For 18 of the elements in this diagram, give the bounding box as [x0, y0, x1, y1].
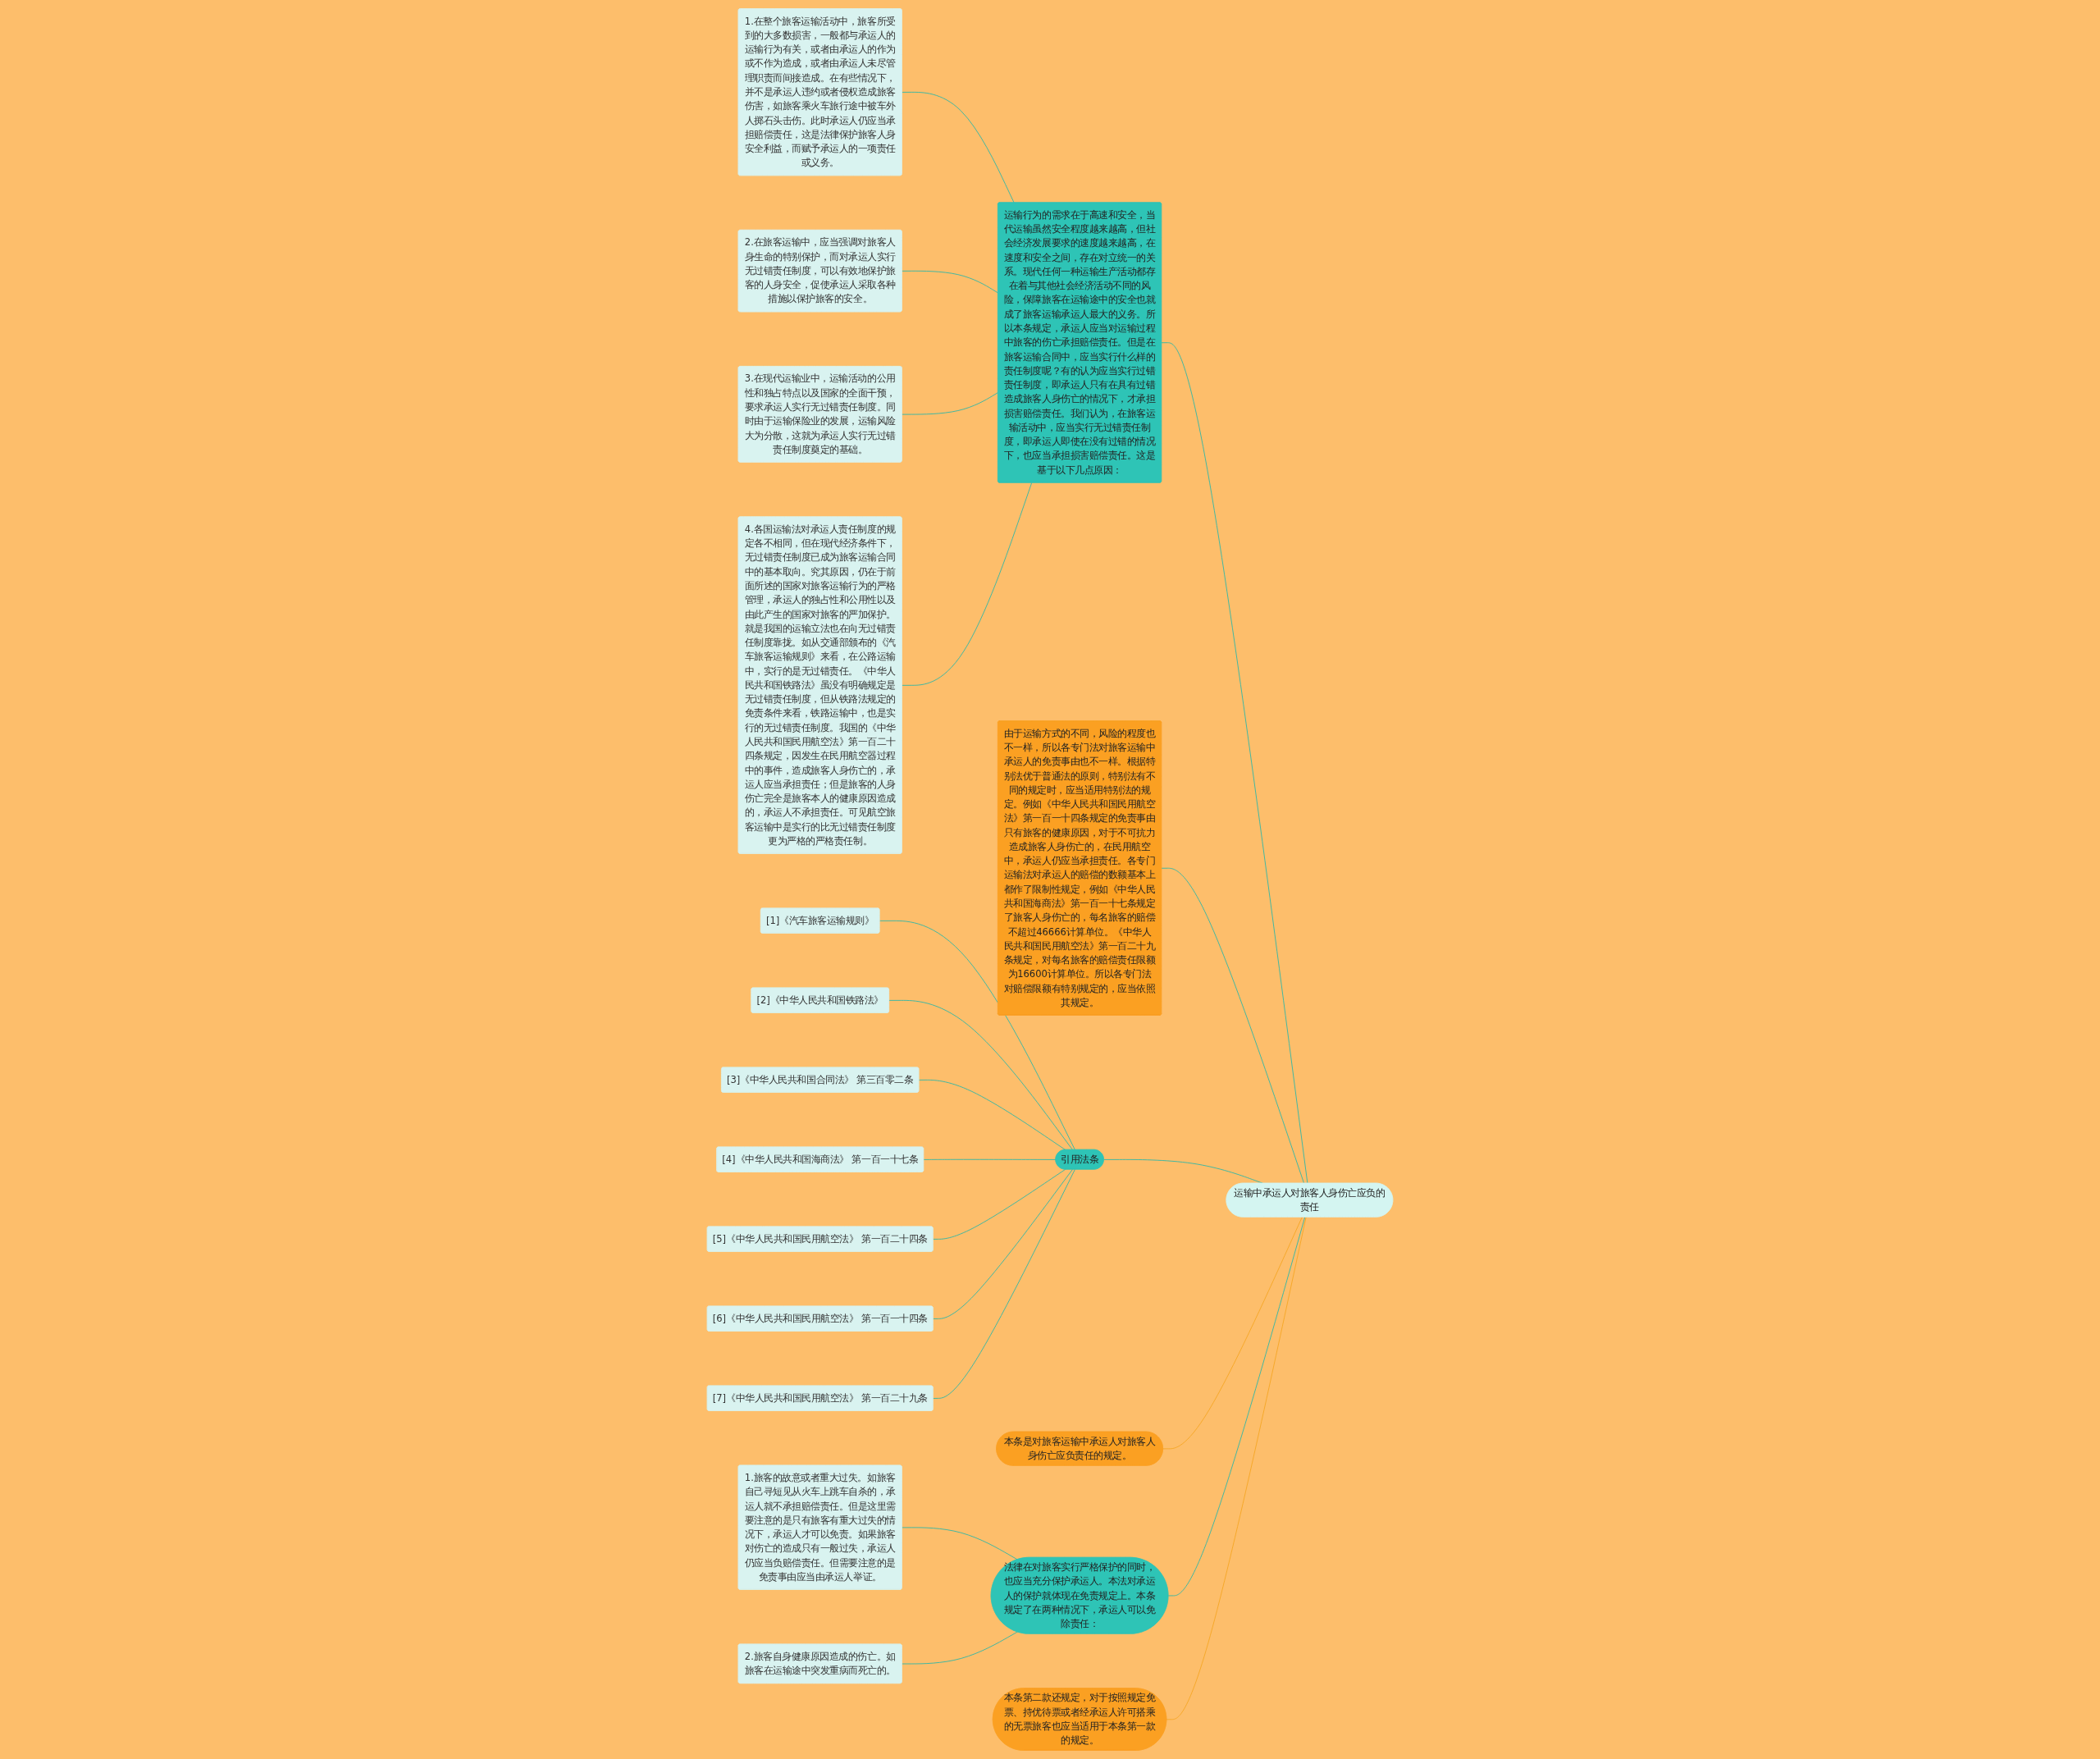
connector — [923, 1158, 1057, 1160]
connector — [1162, 1217, 1303, 1450]
connector — [902, 270, 999, 294]
connector — [902, 392, 999, 415]
connector — [933, 1168, 1075, 1399]
connector — [933, 1168, 1073, 1319]
connector — [1161, 867, 1305, 1184]
connector — [902, 1631, 1018, 1665]
connector — [1161, 342, 1308, 1184]
connector — [902, 91, 1015, 203]
connector — [888, 999, 1073, 1150]
connector — [902, 482, 1033, 686]
connector — [1166, 1217, 1307, 1720]
connector — [933, 1168, 1066, 1240]
connector — [1167, 1217, 1306, 1597]
connector — [879, 920, 1075, 1150]
connector — [902, 1527, 1018, 1560]
connector — [918, 1079, 1066, 1150]
